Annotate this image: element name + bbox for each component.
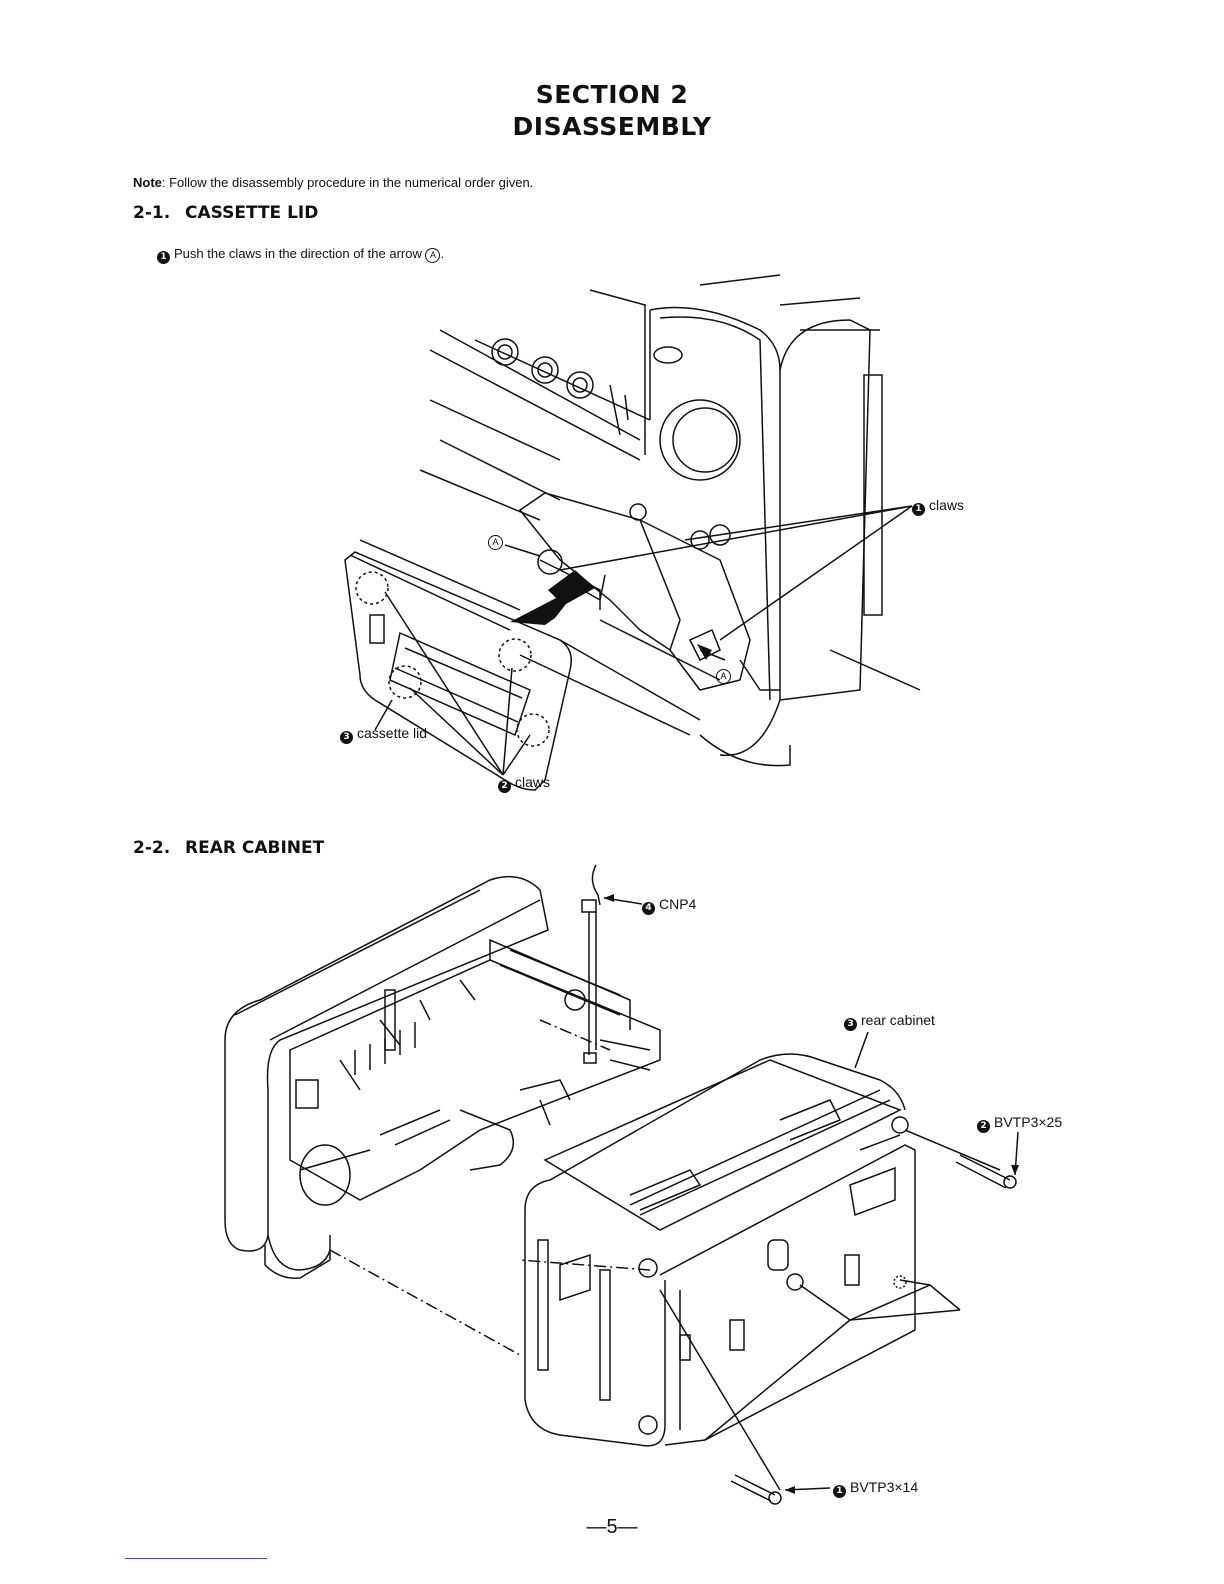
footer-rule (125, 1558, 267, 1559)
page-number: —5— (0, 1516, 1224, 1539)
rear-cabinet-text: rear cabinet (861, 1012, 935, 1028)
screw-bvtp3x14-label: 1 BVTP3×14 (833, 1479, 918, 1498)
screw-bvtp3x25-text: BVTP3×25 (994, 1114, 1062, 1130)
cnp4-text: CNP4 (659, 896, 696, 912)
screw-bvtp3x25-badge: 2 (977, 1120, 990, 1133)
screw-bvtp3x25-label: 2 BVTP3×25 (977, 1114, 1062, 1133)
rear-cabinet-badge: 3 (844, 1018, 857, 1031)
screw-bvtp3x14-badge: 1 (833, 1485, 846, 1498)
cnp4-label: 4 CNP4 (642, 896, 696, 915)
cnp4-badge: 4 (642, 902, 655, 915)
screw-bvtp3x14-text: BVTP3×14 (850, 1479, 918, 1495)
rear-cabinet-label: 3 rear cabinet (844, 1012, 935, 1031)
